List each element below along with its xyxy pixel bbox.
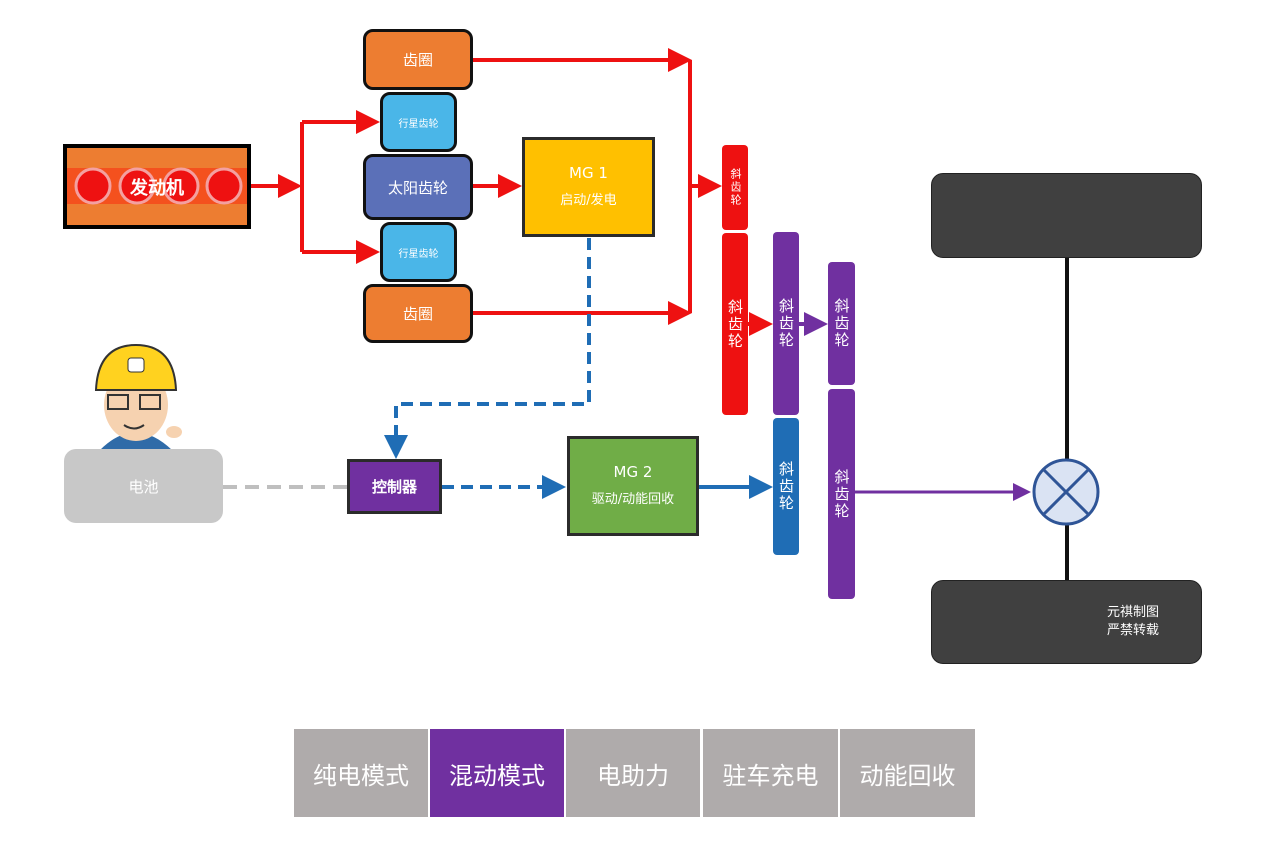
- engine-power-flow: [250, 48, 773, 336]
- output-flow: [799, 312, 1031, 501]
- planet-gear-top: 行星齿轮: [380, 92, 457, 152]
- engineer-mascot-icon: [94, 343, 182, 450]
- tab-regen[interactable]: 动能回收: [840, 729, 975, 817]
- planet-gear-bottom: 行星齿轮: [380, 222, 457, 282]
- tab-hybrid[interactable]: 混动模式: [430, 729, 564, 817]
- engine-icon: [63, 144, 251, 229]
- helical-gear-purple-2: 斜齿轮: [828, 262, 855, 385]
- helical-gear-blue: 斜齿轮: [773, 418, 799, 555]
- tab-electric-assist[interactable]: 电助力: [566, 729, 700, 817]
- helical-gear-purple-1: 斜齿轮: [773, 232, 799, 415]
- tab-parking-charge[interactable]: 驻车充电: [703, 729, 838, 817]
- tab-pure-electric[interactable]: 纯电模式: [294, 729, 428, 817]
- wheel-top: [931, 173, 1202, 258]
- mg1-name: MG 1: [569, 164, 608, 182]
- mg2-name: MG 2: [613, 463, 653, 481]
- watermark-line1: 元祺制图: [1107, 605, 1160, 620]
- sun-gear: 太阳齿轮: [363, 154, 473, 220]
- watermark-line2: 严禁转载: [1107, 623, 1160, 638]
- ring-gear-bottom: 齿圈: [363, 284, 473, 343]
- wheel-bottom: 元祺制图 严禁转载: [931, 580, 1202, 664]
- differential-icon: [1032, 458, 1100, 526]
- engine-label: 发动机: [130, 177, 184, 199]
- mg2-role: 驱动/动能回收: [591, 492, 675, 507]
- controller: 控制器: [347, 459, 442, 514]
- helical-gear-red: 斜齿轮: [722, 233, 748, 415]
- helical-gear-purple-3: 斜齿轮: [828, 389, 855, 599]
- ring-gear-top: 齿圈: [363, 29, 473, 90]
- electric-flow: [384, 238, 773, 499]
- mg1-role: 启动/发电: [560, 193, 617, 208]
- mg2-motor: MG 2 驱动/动能回收: [567, 436, 699, 536]
- battery: 电池: [64, 449, 223, 523]
- helical-gear-red-small: 斜齿轮: [722, 145, 748, 230]
- mg1-motor: MG 1 启动/发电: [522, 137, 655, 237]
